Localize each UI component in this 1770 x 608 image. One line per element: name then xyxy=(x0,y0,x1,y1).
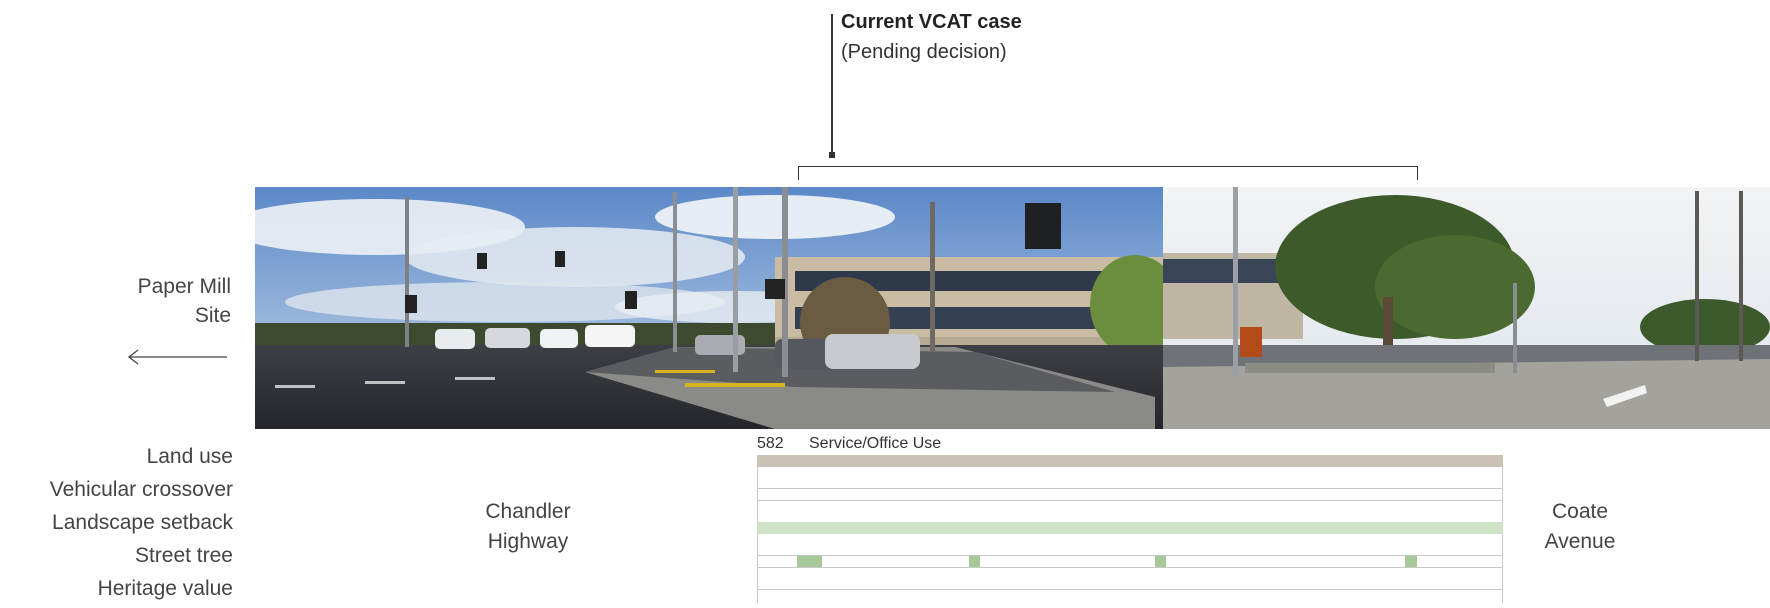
east-street-line2: Avenue xyxy=(1544,530,1616,553)
street-tree-marker xyxy=(797,556,822,567)
row-label-heritage-value: Heritage value xyxy=(97,577,233,600)
vcat-leader-dot xyxy=(829,152,835,158)
paper-mill-site-line1: Paper Mill xyxy=(137,275,231,298)
land-use-bar xyxy=(757,455,1503,467)
west-street-line2: Highway xyxy=(487,530,569,553)
vcat-extent-bracket xyxy=(798,166,1418,180)
row-label-vehicular-crossover: Vehicular crossover xyxy=(49,478,233,501)
row-label-landscape-setback: Landscape setback xyxy=(52,511,233,534)
row-label-street-tree: Street tree xyxy=(134,544,233,567)
landscape-setback-bar xyxy=(757,522,1503,534)
property-use: Service/Office Use xyxy=(809,435,942,452)
west-street-label: Chandler Highway xyxy=(458,497,598,557)
street-tree-marker xyxy=(1155,556,1166,567)
east-street-line1: Coate xyxy=(1551,500,1609,523)
streetscape-photo xyxy=(255,187,1770,429)
vcat-leader-line xyxy=(831,14,833,154)
east-street-label: Coate Avenue xyxy=(1525,497,1635,557)
west-street-line1: Chandler xyxy=(485,500,571,523)
paper-mill-site-label: Paper Mill Site xyxy=(100,272,231,330)
streetscape-attribute-grid xyxy=(757,455,1503,603)
vcat-title: Current VCAT case xyxy=(841,11,1022,33)
left-arrow-icon xyxy=(127,349,229,370)
street-tree-marker xyxy=(969,556,980,567)
row-label-land-use: Land use xyxy=(146,445,233,468)
property-number: 582 xyxy=(757,435,784,452)
paper-mill-site-line2: Site xyxy=(194,304,231,327)
street-tree-marker xyxy=(1405,556,1417,567)
vcat-subtitle: (Pending decision) xyxy=(841,41,1007,63)
